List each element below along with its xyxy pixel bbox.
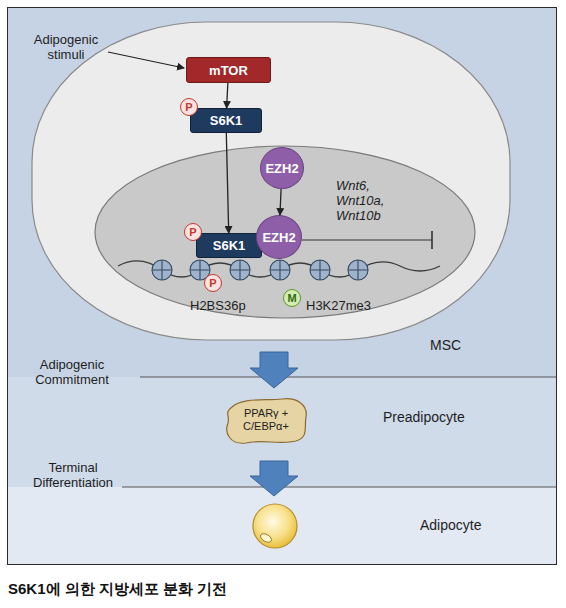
adipocyte-cell [253,504,297,548]
stage-label: Adipogenic Commitment [22,357,122,387]
node-text: S6K1 [210,113,243,128]
signal-arrow [226,133,228,233]
stage-name: Adipocyte [420,518,481,533]
nucleosomes [152,260,368,280]
node-text: S6K1 [213,238,246,253]
nucleus [95,146,475,318]
signal-arrow [227,83,228,108]
node-text: EZH2 [262,231,295,244]
phospho-mark: P [204,274,222,292]
inhibition-line [302,239,432,240]
cell-outline [227,399,306,444]
stage-label: Terminal Differentiation [18,460,128,490]
stimulus-arrow [108,52,184,68]
protein-circle: EZH2 [256,215,302,259]
node-text: mTOR [209,63,248,78]
phospho-mark: P [180,98,198,116]
figure-frame [8,8,557,565]
phospho-mark: P [184,223,202,241]
mark-label: H3K27me3 [306,298,386,313]
preadipocyte-cell: PPARγ + C/EBPα+ [222,395,310,445]
stage-name: Preadipocyte [383,410,465,425]
inhibition-bar [431,231,433,249]
methyl-mark: M [283,289,301,307]
kinase-box: mTOR [186,57,271,83]
kinase-box: S6K1P [190,108,262,133]
signal-arrow [280,189,281,215]
node-text: P [189,227,196,238]
node-text: P [209,278,216,289]
kinase-box: S6K1P [196,233,262,258]
figure-caption: S6K1에 의한 지방세포 분화 기전 [8,580,558,598]
node-text: P [185,102,192,113]
node-text: PPARγ + C/EBPα+ [237,407,295,433]
node-text: M [287,293,296,304]
stage-separator [122,487,556,488]
stage-separator [140,377,556,378]
nucleus-droplet [259,532,273,544]
cell-membrane [32,22,510,340]
protein-circle: EZH2 [260,147,304,189]
input-label: Adipogenic stimuli [26,32,106,62]
mark-label: H2BS36p [190,298,260,313]
node-text: EZH2 [265,162,298,175]
gene-label: Wnt6, Wnt10a, Wnt10b [336,178,394,223]
stage-name: MSC [430,338,461,353]
